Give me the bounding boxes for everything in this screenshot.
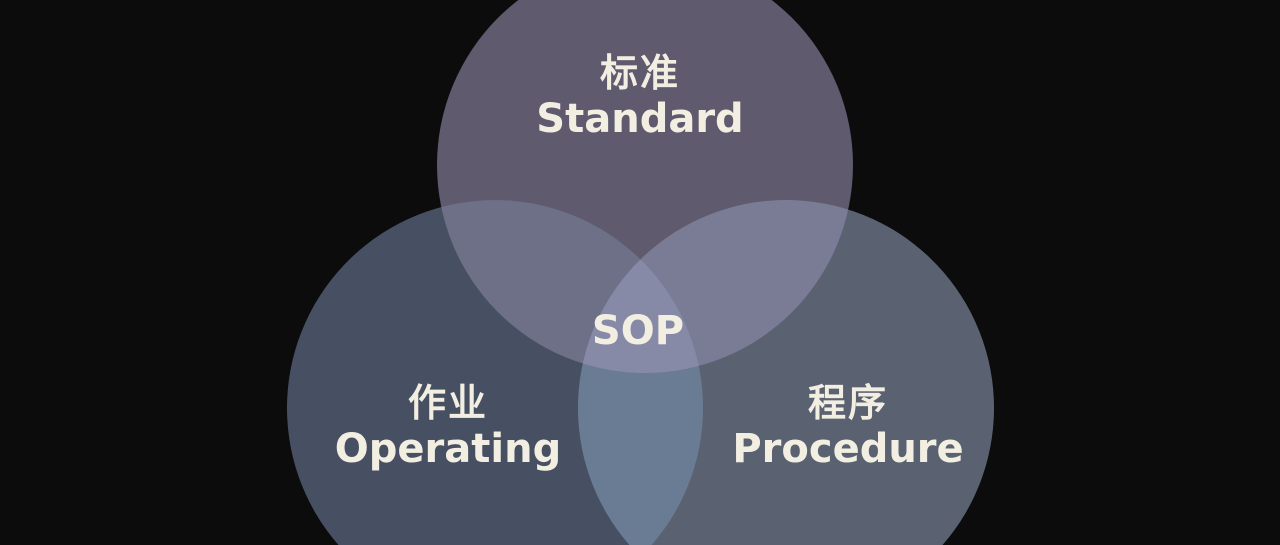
procedure-zh: 程序 [807, 381, 889, 425]
standard-label: 标准 Standard [536, 51, 744, 142]
operating-label: 作业 Operating [334, 381, 562, 472]
operating-en: Operating [334, 425, 562, 472]
standard-zh: 标准 [599, 51, 681, 95]
operating-zh: 作业 [407, 381, 488, 425]
standard-en: Standard [536, 95, 744, 142]
procedure-label: 程序 Procedure [732, 381, 964, 472]
procedure-en: Procedure [732, 425, 964, 472]
sop-label: SOP [591, 308, 685, 354]
